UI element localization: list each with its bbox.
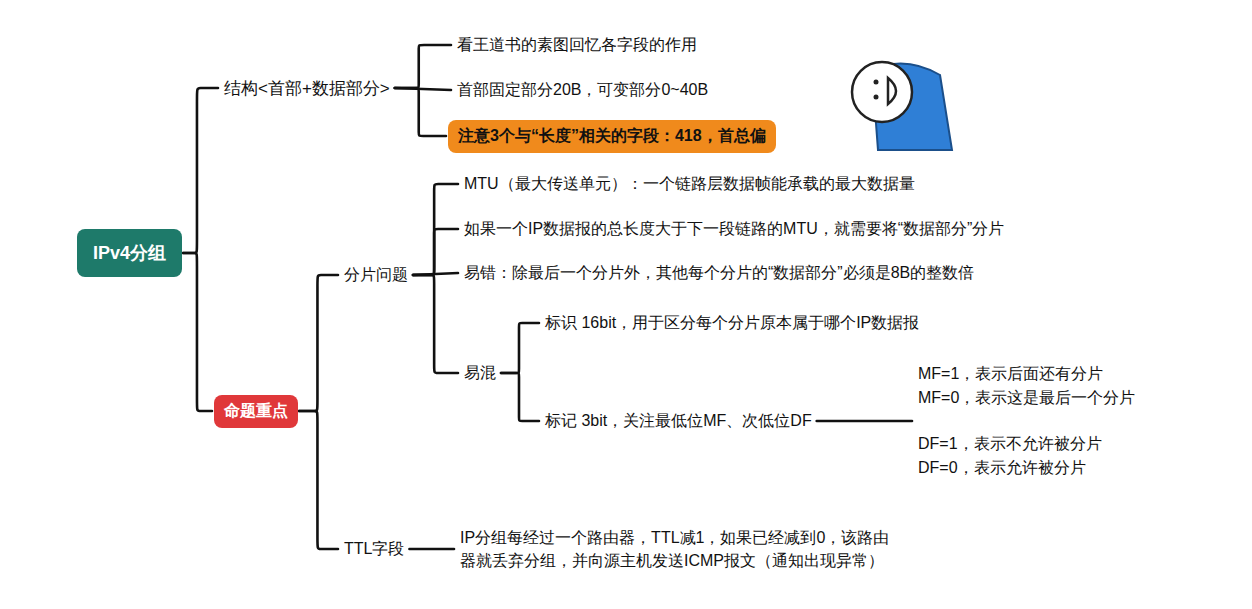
branch-line <box>501 323 539 373</box>
topic-text: IP分组每经过一个路由器，TTL减1，如果已经减到0，该路由器就丢弃分组，并向源… <box>456 524 894 574</box>
topic-text: 看王道书的素图回忆各字段的作用 <box>453 33 701 58</box>
branch-line <box>395 45 451 88</box>
topic-text: 易混 <box>460 361 500 386</box>
branch-line <box>409 548 454 551</box>
topic-box: 命题重点 <box>214 395 298 428</box>
topic-label: 注意3个与“长度”相关的字段：418，首总偏 <box>458 126 766 147</box>
topic-text: 如果一个IP数据报的总长度大于下一段链路的MTU，就需要将“数据部分”分片 <box>460 217 1008 242</box>
topic-text: MF=1，表示后面还有分片MF=0，表示这是最后一个分片 DF=1，表示不允许被分… <box>914 360 1139 482</box>
branch-line <box>817 420 912 423</box>
topic-label: 标记 3bit，关注最低位MF、次低位DF <box>545 411 812 432</box>
topic-label: DF=0，表示允许被分片 <box>918 456 1135 480</box>
branch-line <box>501 373 539 421</box>
topic-label: 易错：除最后一个分片外，其他每个分片的“数据部分”必须是8B的整数倍 <box>464 263 974 284</box>
branch-line <box>413 184 458 275</box>
topic-label: 易混 <box>464 363 496 384</box>
branch-line <box>299 275 338 411</box>
figure-head <box>852 62 912 122</box>
topic-text: 首部固定部分20B，可变部分0~40B <box>453 78 712 103</box>
cartoon-figure <box>852 62 952 150</box>
figure-eye <box>874 80 879 85</box>
topic-box: 注意3个与“长度”相关的字段：418，首总偏 <box>448 120 776 153</box>
topic-label: 命题重点 <box>224 401 288 422</box>
topic-label: TTL字段 <box>344 539 404 560</box>
topic-label: 结构<首部+数据部分> <box>224 77 390 100</box>
branch-line <box>413 275 458 373</box>
topic-label: IPv4分组 <box>93 241 166 265</box>
topic-label: DF=1，表示不允许被分片 <box>918 432 1135 456</box>
topic-label: 如果一个IP数据报的总长度大于下一段链路的MTU，就需要将“数据部分”分片 <box>464 219 1004 240</box>
branch-line <box>299 411 338 549</box>
branch-line <box>183 253 212 411</box>
topic-label: 首部固定部分20B，可变部分0~40B <box>457 80 708 101</box>
topic-text: 标识 16bit，用于区分每个分片原本属于哪个IP数据报 <box>541 311 923 336</box>
topic-text: 结构<首部+数据部分> <box>220 75 394 102</box>
topic-label: 分片问题 <box>344 265 408 286</box>
branch-line <box>395 88 446 136</box>
topic-text: 易错：除最后一个分片外，其他每个分片的“数据部分”必须是8B的整数倍 <box>460 261 978 286</box>
branch-line <box>183 88 218 253</box>
figure-eye <box>874 95 879 100</box>
topic-text: 分片问题 <box>340 263 412 288</box>
topic-label: 标识 16bit，用于区分每个分片原本属于哪个IP数据报 <box>545 313 919 334</box>
branch-line <box>413 229 458 275</box>
topic-label: IP分组每经过一个路由器，TTL减1，如果已经减到0，该路由器就丢弃分组，并向源… <box>460 526 890 572</box>
topic-label: MTU（最大传送单元）：一个链路层数据帧能承载的最大数据量 <box>464 174 915 195</box>
topic-label: 看王道书的素图回忆各字段的作用 <box>457 35 697 56</box>
figure-mouth <box>888 78 896 104</box>
topic-label: MF=1，表示后面还有分片 <box>918 362 1135 386</box>
topic-text: TTL字段 <box>340 537 408 562</box>
topic-text: MTU（最大传送单元）：一个链路层数据帧能承载的最大数据量 <box>460 172 919 197</box>
topic-text: 标记 3bit，关注最低位MF、次低位DF <box>541 409 816 434</box>
topic-box: IPv4分组 <box>77 229 182 277</box>
topic-label: MF=0，表示这是最后一个分片 <box>918 386 1135 410</box>
